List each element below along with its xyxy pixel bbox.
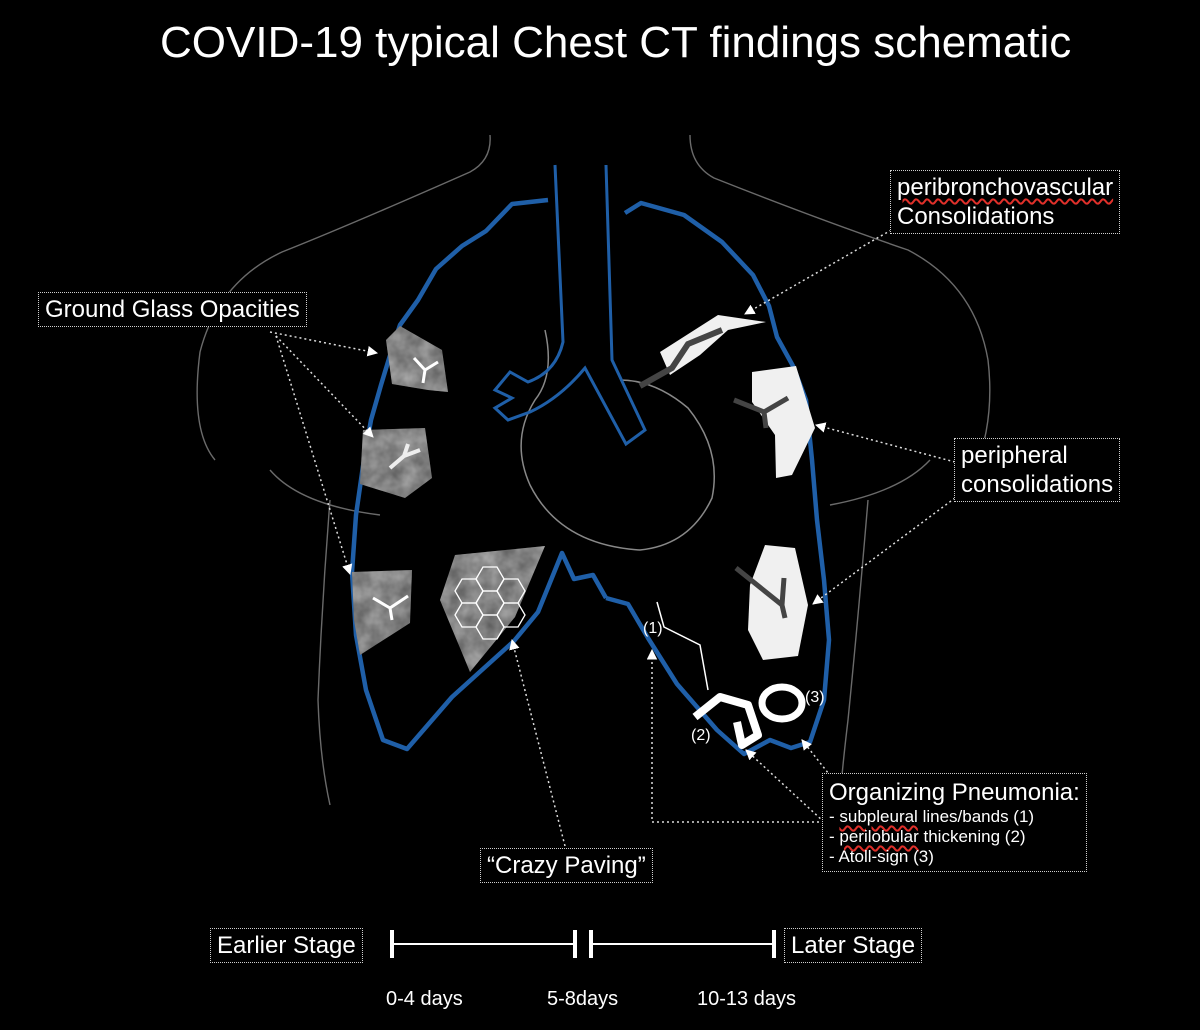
crazy-paving-text: “Crazy Paving” — [487, 852, 646, 879]
period-early: 0-4 days — [386, 988, 463, 1010]
marker-3: (3) — [805, 689, 825, 706]
peribronchovascular-consolidation — [638, 315, 766, 389]
body-silhouette — [196, 134, 991, 806]
period-late: 10-13 days — [697, 988, 796, 1010]
perilobular-thickening — [692, 693, 762, 749]
connectors — [269, 224, 956, 847]
organizing-item: - subpleural lines/bands (1) — [829, 807, 1035, 826]
peribronchovascular-line2: Consolidations — [897, 203, 1055, 230]
peribronchovascular-line1: peribronchovascular — [897, 174, 1114, 201]
peripheral-line1: peripheral — [961, 442, 1068, 469]
diagram-title: COVID-19 typical Chest CT findings schem… — [160, 18, 1072, 67]
marker-1: (1) — [643, 620, 663, 637]
peripheral-line2: consolidations — [961, 471, 1114, 498]
subpleural-line — [656, 601, 709, 691]
crazy-paving-pattern — [454, 566, 526, 640]
peripheral-consolidations — [733, 366, 815, 660]
organizing-pneumonia-marks — [656, 601, 806, 749]
airway — [492, 164, 647, 447]
ground-glass-label: Ground Glass Opacities — [38, 292, 307, 327]
crazy-paving-label: “Crazy Paving” — [480, 848, 653, 883]
peribronchovascular-label: peribronchovascular Consolidations — [890, 170, 1121, 234]
earlier-stage-label: Earlier Stage — [210, 928, 363, 963]
marker-2: (2) — [691, 727, 711, 744]
atoll-sign — [758, 683, 806, 723]
period-middle: 5-8days — [547, 988, 619, 1010]
organizing-item: - perilobular thickening (2) — [829, 827, 1026, 846]
ground-glass-patches — [352, 326, 545, 672]
heart-outline — [520, 329, 715, 551]
organizing-pneumonia-label: Organizing Pneumonia: - subpleural lines… — [822, 773, 1087, 872]
organizing-heading: Organizing Pneumonia: — [829, 779, 1080, 806]
ground-glass-text: Ground Glass Opacities — [45, 296, 300, 323]
later-stage-label: Later Stage — [784, 928, 923, 963]
organizing-item: - Atoll-sign (3) — [829, 847, 934, 866]
peripheral-label: peripheral consolidations — [954, 438, 1121, 502]
